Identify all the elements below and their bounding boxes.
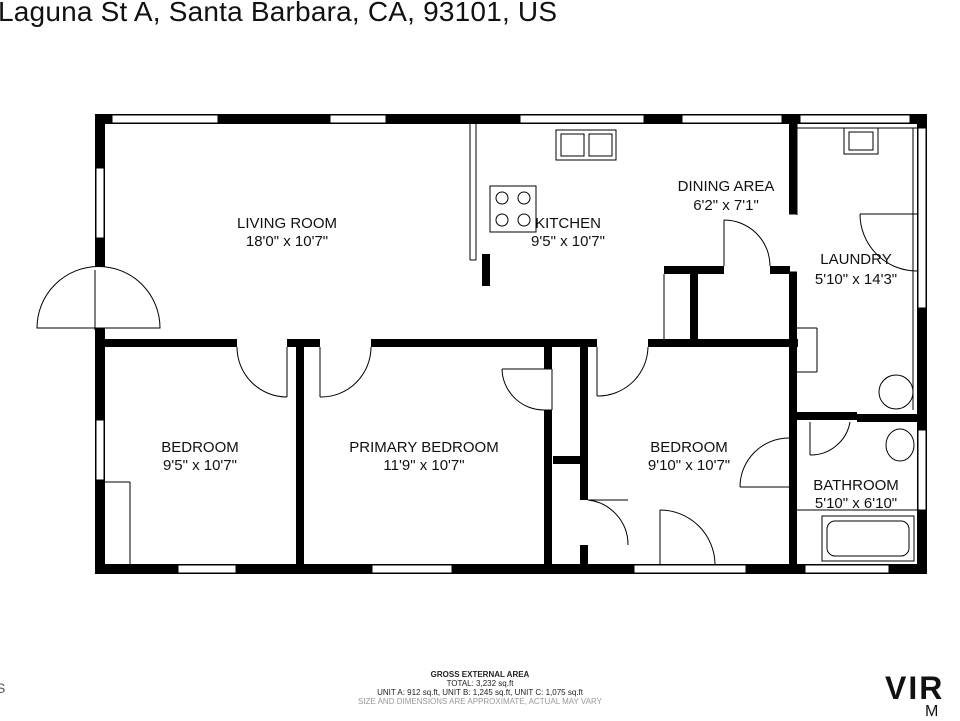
area-units: UNIT A: 912 sq.ft, UNIT B: 1,245 sq.ft, …	[377, 688, 583, 697]
wall	[544, 410, 552, 574]
room-name: BATHROOM	[813, 477, 899, 494]
wall	[797, 412, 857, 420]
window	[95, 167, 105, 239]
wall	[664, 266, 724, 274]
interior-walls	[95, 114, 919, 574]
wall-bottom	[95, 564, 927, 574]
wall	[580, 347, 588, 500]
window	[633, 564, 747, 574]
area-heading: GROSS EXTERNAL AREA	[430, 670, 530, 679]
window	[681, 114, 783, 124]
brand-logo: VIR	[885, 670, 945, 706]
wall	[648, 339, 798, 347]
window	[111, 114, 219, 124]
stove	[489, 185, 537, 233]
water-heater	[878, 374, 914, 410]
area-total: TOTAL: 3,232 sq.ft	[446, 679, 514, 688]
room-name: BEDROOM	[650, 439, 728, 456]
window	[95, 419, 105, 481]
window	[917, 127, 927, 309]
partitions	[105, 124, 917, 564]
room-name: LIVING ROOM	[237, 215, 337, 232]
room-name: PRIMARY BEDROOM	[349, 439, 498, 456]
room-size: 18'0" x 10'7"	[246, 233, 328, 250]
wall	[580, 545, 588, 574]
wall	[544, 347, 552, 369]
room-size: 9'10" x 10'7"	[648, 457, 730, 474]
edge-text: S	[0, 680, 6, 696]
room-name: LAUNDRY	[820, 251, 891, 268]
room-size: 5'10" x 6'10"	[815, 495, 897, 512]
area-disclaimer: SIZE AND DIMENSIONS ARE APPROXIMATE, ACT…	[358, 697, 602, 706]
brand-subtitle: M E	[925, 703, 960, 720]
window	[329, 114, 387, 124]
window	[804, 564, 890, 574]
area-summary: GROSS EXTERNAL AREA TOTAL: 3,232 sq.ft U…	[0, 670, 960, 706]
wall	[789, 272, 797, 574]
room-size: 5'10" x 14'3"	[815, 271, 897, 288]
fixtures	[489, 127, 915, 562]
window	[799, 114, 911, 124]
wall-top	[95, 114, 927, 124]
wall	[482, 254, 490, 286]
bathroom-sink	[885, 428, 915, 462]
window	[917, 429, 927, 511]
wall	[296, 339, 304, 574]
wall	[789, 114, 797, 214]
room-size: 11'9" x 10'7"	[383, 457, 464, 474]
doors	[36, 213, 918, 565]
wall	[371, 339, 597, 347]
room-name: BEDROOM	[161, 439, 239, 456]
wall	[770, 266, 790, 274]
property-address: Laguna St A, Santa Barbara, CA, 93101, U…	[0, 0, 558, 27]
room-labels: LIVING ROOM 18'0" x 10'7" KITCHEN 9'5" x…	[161, 178, 899, 512]
window	[519, 114, 645, 124]
wall	[95, 339, 237, 347]
entry-door	[36, 266, 161, 330]
wall	[857, 414, 919, 422]
room-name: DINING AREA	[678, 178, 775, 195]
window	[177, 564, 237, 574]
room-name: KITCHEN	[535, 215, 601, 232]
window	[371, 564, 453, 574]
wall	[553, 456, 581, 464]
wall-right	[917, 114, 927, 574]
room-size: 9'5" x 10'7"	[531, 233, 605, 250]
room-size: 9'5" x 10'7"	[163, 457, 237, 474]
wall	[690, 274, 698, 340]
windows	[95, 114, 927, 574]
room-size: 6'2" x 7'1"	[693, 197, 759, 214]
